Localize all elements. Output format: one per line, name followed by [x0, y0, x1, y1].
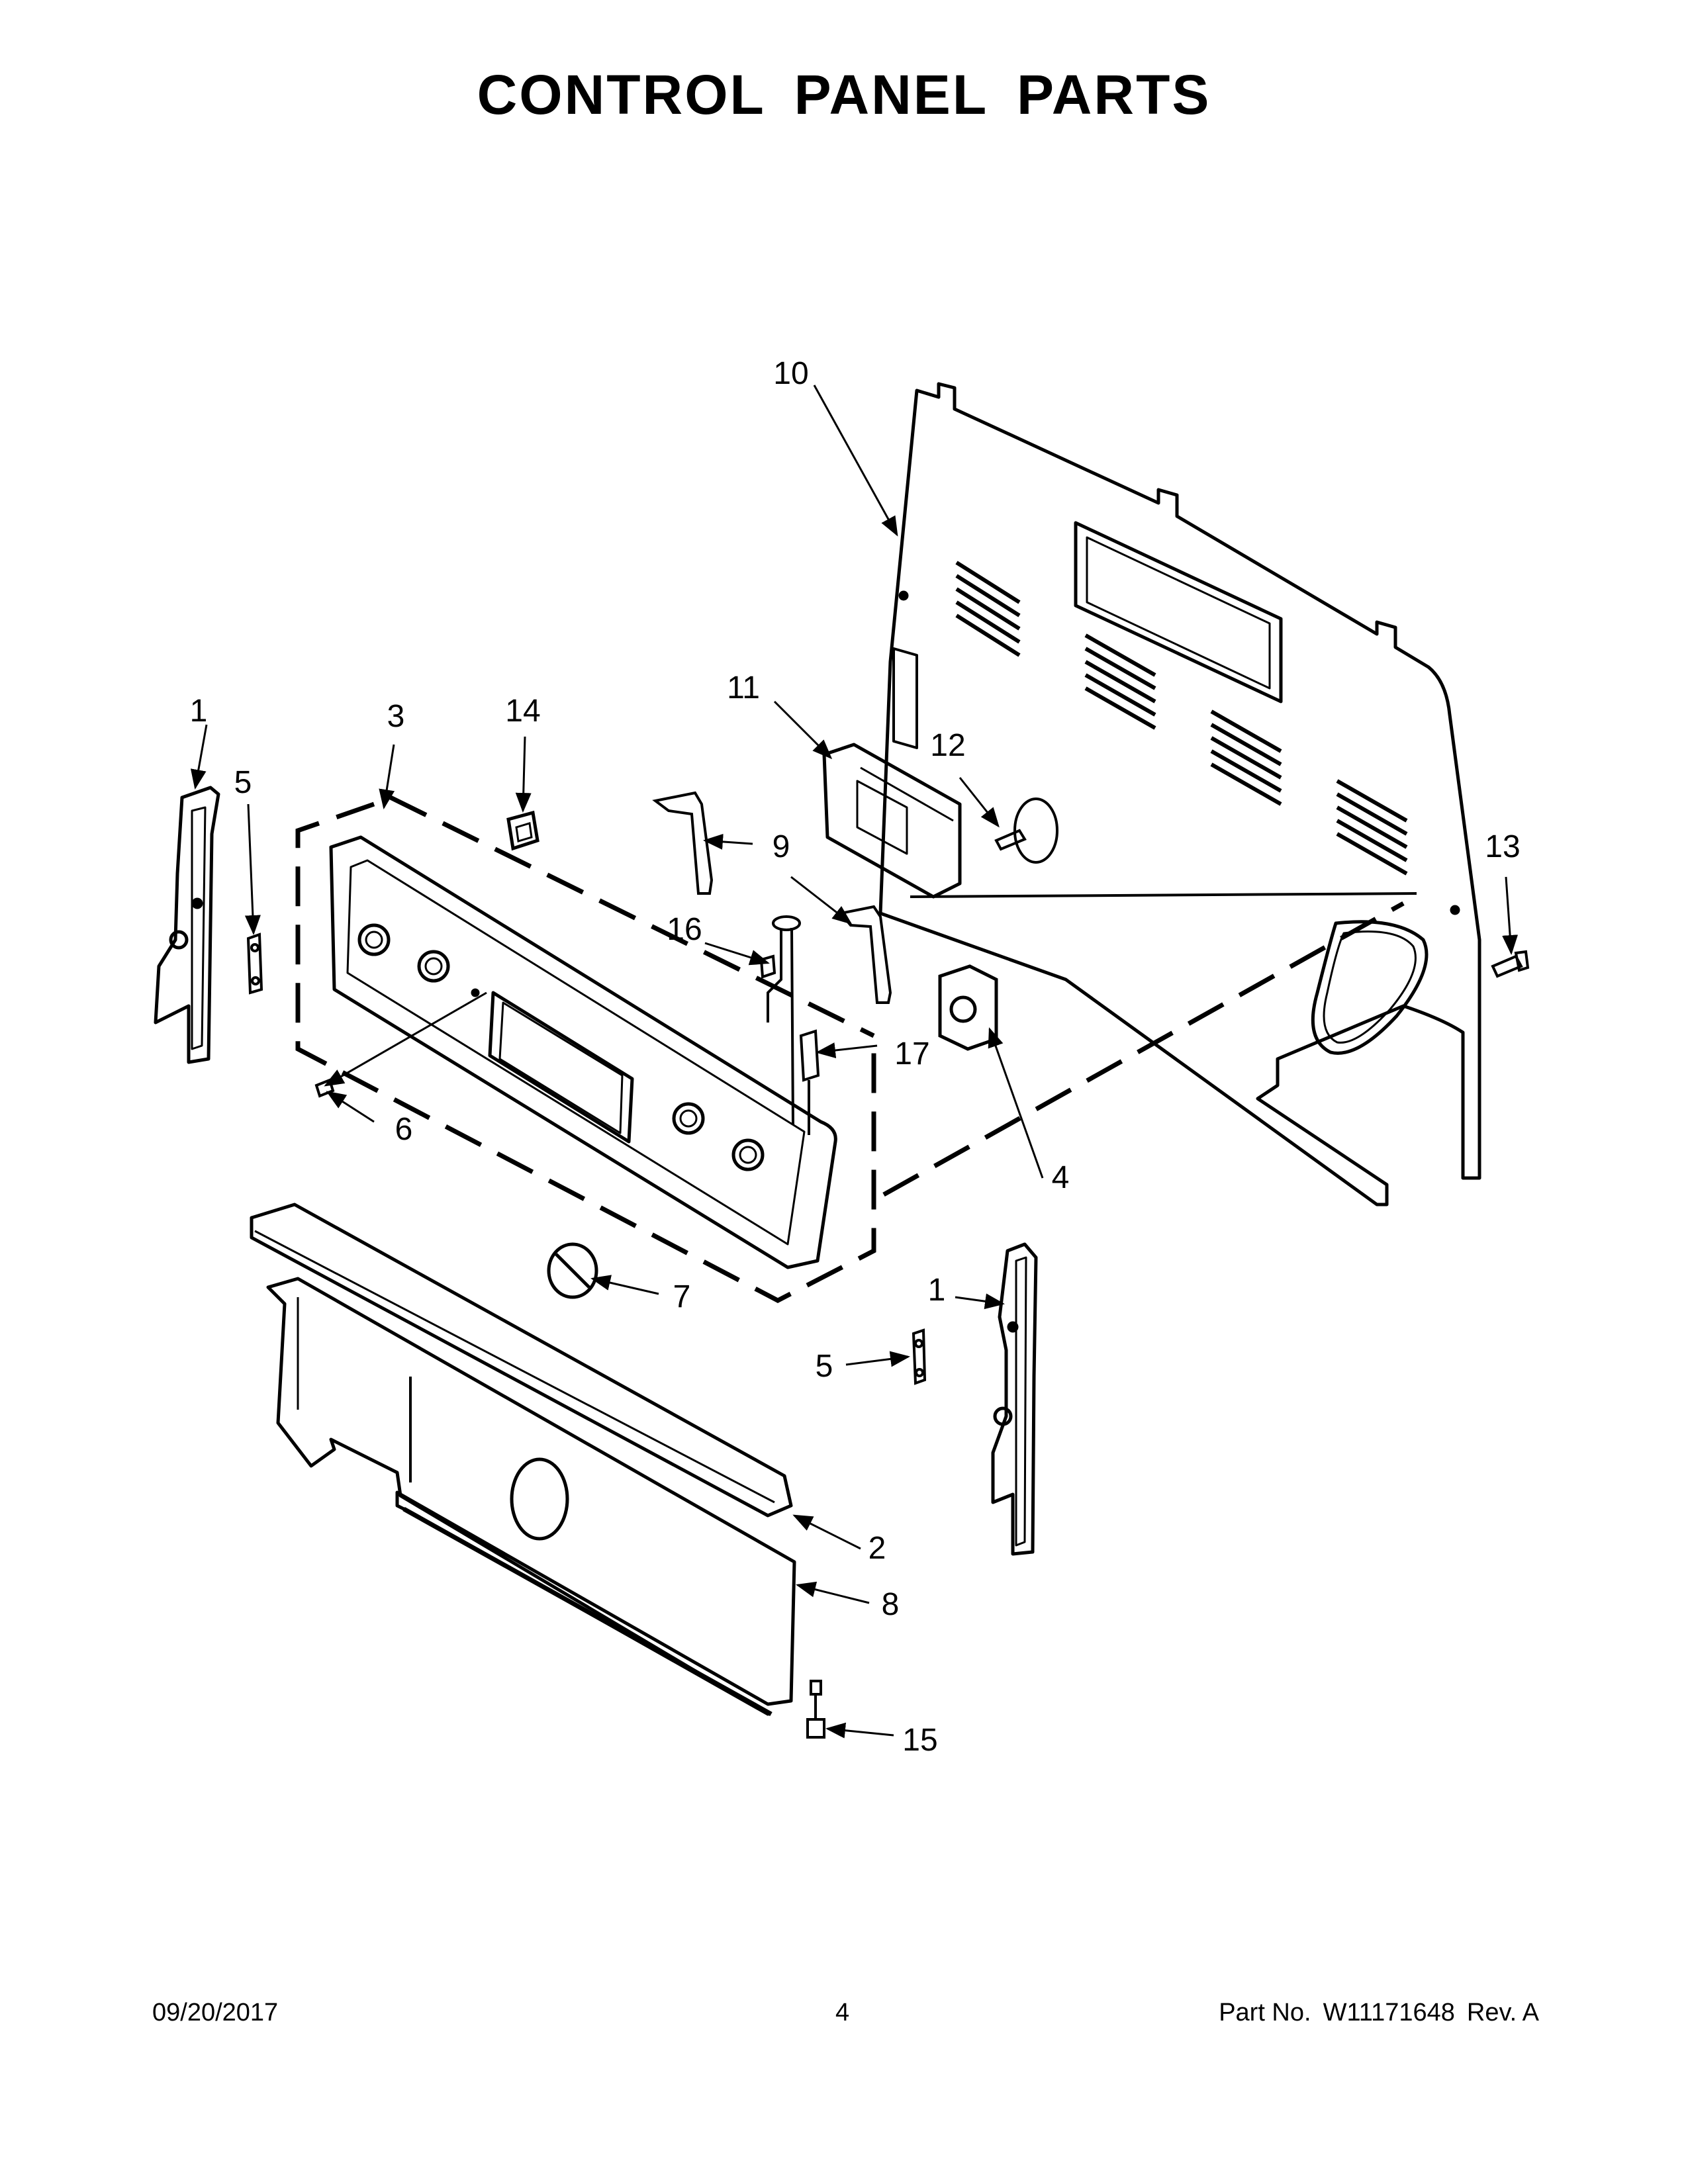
part-3-console — [329, 835, 837, 1269]
callout-3: 3 — [387, 699, 405, 734]
part-5-clip-right — [912, 1328, 927, 1385]
callout-17: 17 — [894, 1036, 929, 1071]
footer-page-number: 4 — [835, 1999, 850, 2026]
part-1-side-bracket-left — [154, 786, 220, 1064]
callout-8: 8 — [882, 1587, 900, 1622]
callout-2: 2 — [868, 1531, 886, 1566]
callout-1-left: 1 — [190, 694, 208, 729]
leader-lines — [190, 385, 1519, 1739]
callout-9: 9 — [773, 829, 790, 864]
part-12-screw — [994, 797, 1058, 864]
callout-15: 15 — [902, 1723, 937, 1758]
callout-7: 7 — [673, 1279, 691, 1314]
part-11-electronic-control — [822, 743, 962, 899]
part-7-knob — [547, 1242, 598, 1299]
callout-16: 16 — [667, 912, 702, 947]
part-1-side-bracket-right — [991, 1242, 1038, 1556]
footer-part-number: W11171648 — [1323, 1999, 1455, 2026]
page-title: CONTROL PANEL PARTS — [477, 64, 1211, 126]
callout-4: 4 — [1052, 1160, 1070, 1195]
callout-13: 13 — [1485, 829, 1520, 864]
part-9-bracket-a — [652, 791, 714, 895]
footer-part-label: Part No. — [1219, 1999, 1311, 2026]
footer-part-info: Part No. W11171648 Rev. A — [1207, 1999, 1539, 2027]
part-17-switch — [799, 1029, 820, 1135]
footer-revision: Rev. A — [1466, 1999, 1539, 2026]
callout-1-right: 1 — [928, 1273, 946, 1308]
callout-5-left: 5 — [234, 765, 252, 800]
part-8-manifold-panel — [266, 1277, 796, 1717]
part-4-terminal-block — [938, 964, 998, 1051]
callout-labels: 1 1 2 3 4 5 5 6 7 8 9 10 11 12 13 14 15 … — [190, 356, 1521, 1758]
callout-11: 11 — [727, 670, 760, 705]
part-13-screw — [1491, 950, 1530, 978]
footer-date: 09/20/2017 — [152, 1999, 279, 2026]
part-2-trim — [250, 1203, 793, 1518]
callout-5-right: 5 — [816, 1349, 833, 1384]
part-5-clip-left — [246, 933, 263, 995]
callout-14: 14 — [505, 694, 540, 729]
part-14-cover — [506, 810, 539, 851]
dashed-assembly-outline — [295, 795, 1405, 1303]
part-9-bracket-b — [838, 905, 892, 1004]
part-10-panel-shield — [878, 382, 1481, 1206]
callout-12: 12 — [930, 728, 965, 763]
callout-6: 6 — [395, 1112, 413, 1147]
callout-10: 10 — [773, 356, 808, 391]
part-15-screw — [806, 1680, 825, 1739]
part-16-harness — [759, 915, 801, 1126]
